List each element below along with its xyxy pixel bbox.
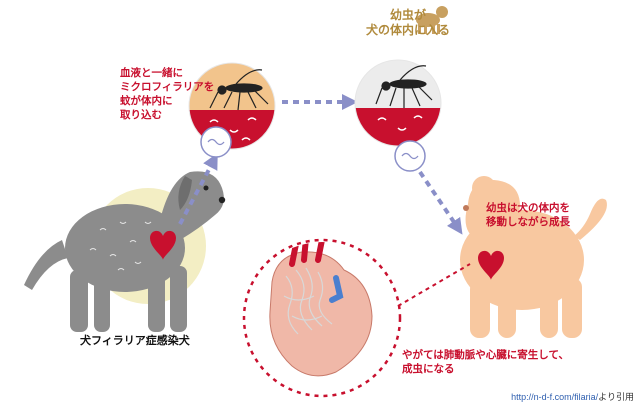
dog-nose bbox=[463, 205, 469, 211]
dog-ear bbox=[178, 176, 192, 210]
mosquito-icon bbox=[209, 69, 269, 111]
dog-heart-icon bbox=[150, 230, 176, 260]
microfilaria-marks bbox=[89, 221, 152, 271]
infected-dog-label: 犬フィラリア症感染犬 bbox=[80, 334, 190, 347]
adult-worm-label: やがては肺動脈や心臓に寄生して、 成虫になる bbox=[402, 349, 569, 375]
dog-eye bbox=[203, 185, 209, 191]
source-credit: http://n-d-f.com/filaria/より引用 bbox=[511, 390, 634, 403]
arrow-mosquito-to-dog bbox=[418, 170, 463, 235]
infected-dog-illustration bbox=[24, 171, 226, 332]
zoom-connector-line bbox=[397, 263, 471, 307]
small-dog-icon bbox=[416, 6, 448, 34]
growing-larva-dog-illustration bbox=[460, 176, 607, 338]
dog-tail bbox=[24, 240, 68, 290]
source-suffix: より引用 bbox=[598, 392, 634, 402]
mosquito-icon bbox=[375, 65, 433, 108]
source-link[interactable]: http://n-d-f.com/filaria/ bbox=[511, 392, 599, 402]
dog-nose bbox=[218, 196, 226, 204]
larva-moves-label: 幼虫は犬の体内を 移動しながら成長 bbox=[486, 202, 570, 228]
larva-enters-label: 幼虫が 犬の体内に入る bbox=[365, 8, 450, 37]
mosquito-blood-label: 血液と一緒に ミクロフィラリアを 蚊が体内に 取り込む bbox=[120, 67, 215, 121]
dog-heart-icon bbox=[478, 250, 504, 280]
arrow-dog-to-mosquito bbox=[178, 152, 218, 225]
adult-worm-marks bbox=[283, 267, 333, 335]
heart-zoom-illustration bbox=[242, 238, 471, 398]
mosquito-bite-circle-2 bbox=[354, 59, 442, 172]
